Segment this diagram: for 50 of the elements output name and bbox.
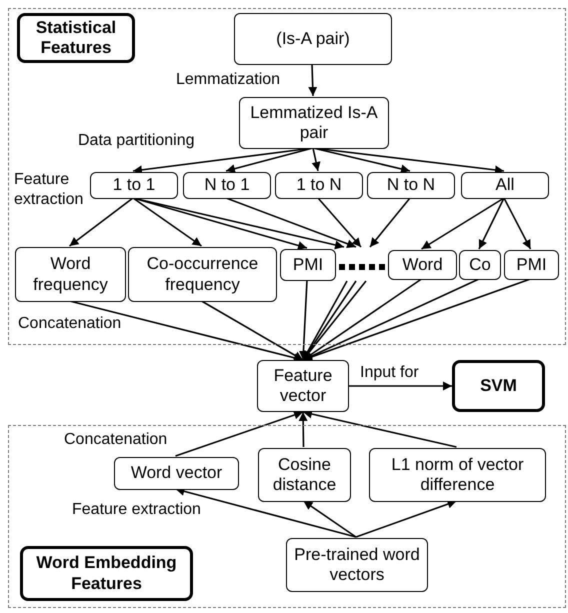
arrow <box>69 197 134 247</box>
process-box: Pre-trained word vectors <box>286 538 428 592</box>
arrow <box>298 412 308 448</box>
process-box: Word frequency <box>15 247 126 302</box>
arrow <box>312 147 410 174</box>
process-box: PMI <box>504 250 559 280</box>
step-label: Feature extraction <box>72 500 202 520</box>
process-box: PMI <box>280 249 336 281</box>
arrow <box>421 197 504 250</box>
arrow <box>478 198 505 250</box>
arrow <box>303 500 356 538</box>
arrow <box>349 382 452 390</box>
process-box: 1 to N <box>275 172 363 199</box>
arrow <box>356 500 457 538</box>
process-box: Co <box>459 250 501 280</box>
step-label: Feature extraction <box>14 170 84 210</box>
process-box: Co-occurrence frequency <box>128 247 277 302</box>
title-box: Word Embedding Features <box>20 546 193 601</box>
step-label: Concatenation <box>18 314 122 334</box>
process-box: Lemmatized Is-A pair <box>239 97 389 149</box>
process-box: L1 norm of vector difference <box>369 448 546 502</box>
arrow <box>226 147 314 174</box>
dashed-region <box>8 8 566 345</box>
edge-label: Input for <box>360 363 419 383</box>
arrow <box>317 197 362 248</box>
process-box: (Is-A pair) <box>234 13 392 65</box>
process-box: Word vector <box>114 457 239 490</box>
process-box: All <box>461 172 549 199</box>
arrow <box>226 197 356 248</box>
title-box: SVM <box>452 360 545 412</box>
arrow <box>175 410 304 457</box>
process-box: Feature vector <box>257 360 349 412</box>
arrow <box>503 198 532 250</box>
arrow <box>369 198 411 248</box>
arrow <box>298 280 308 360</box>
arrow <box>132 197 202 247</box>
process-box: 1 to 1 <box>90 172 178 199</box>
dashed-region <box>8 425 566 608</box>
process-box: Word <box>388 250 457 280</box>
arrow <box>302 410 457 448</box>
ellipsis-dots <box>339 263 385 271</box>
process-box: N to 1 <box>183 172 271 199</box>
process-box: N to N <box>367 172 455 199</box>
step-label: Concatenation <box>64 430 168 450</box>
title-box: Statistical Features <box>17 13 135 63</box>
step-label: Data partitioning <box>78 131 196 151</box>
process-box: Cosine distance <box>258 448 351 502</box>
arrow <box>201 300 304 361</box>
arrow <box>312 148 320 172</box>
arrow <box>308 64 318 96</box>
